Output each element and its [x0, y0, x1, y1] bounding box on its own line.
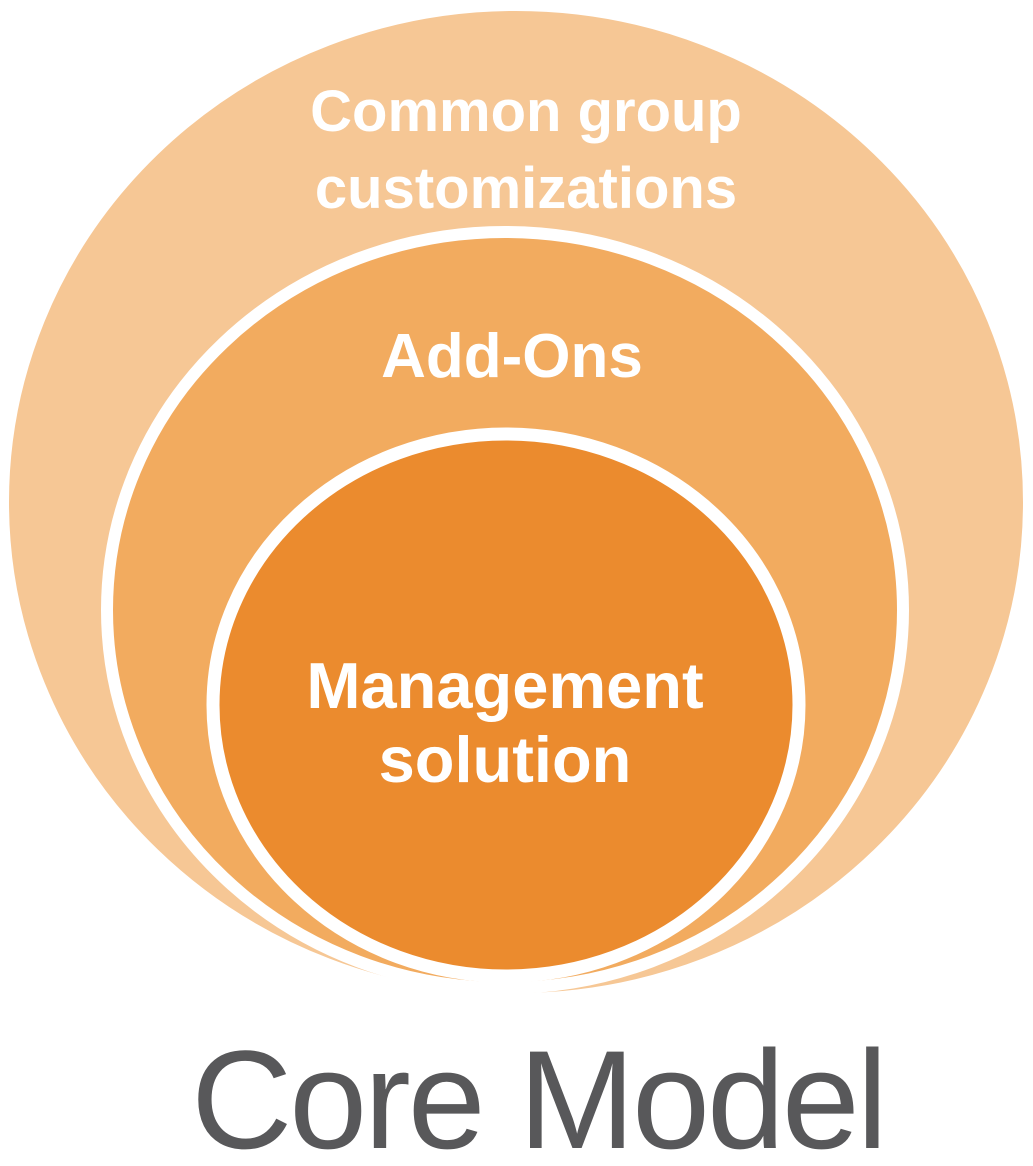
outer-ring-label-line2: customizations	[315, 156, 737, 221]
caption-core-model: Core Model	[191, 1021, 885, 1166]
outer-ring-label-line1: Common group	[310, 79, 742, 144]
inner-ring-label-line1: Management	[306, 649, 703, 722]
inner-ring-label-line2: solution	[379, 723, 632, 796]
middle-ring-label: Add-Ons	[381, 322, 643, 391]
inner-ring-ellipse	[206, 427, 806, 983]
